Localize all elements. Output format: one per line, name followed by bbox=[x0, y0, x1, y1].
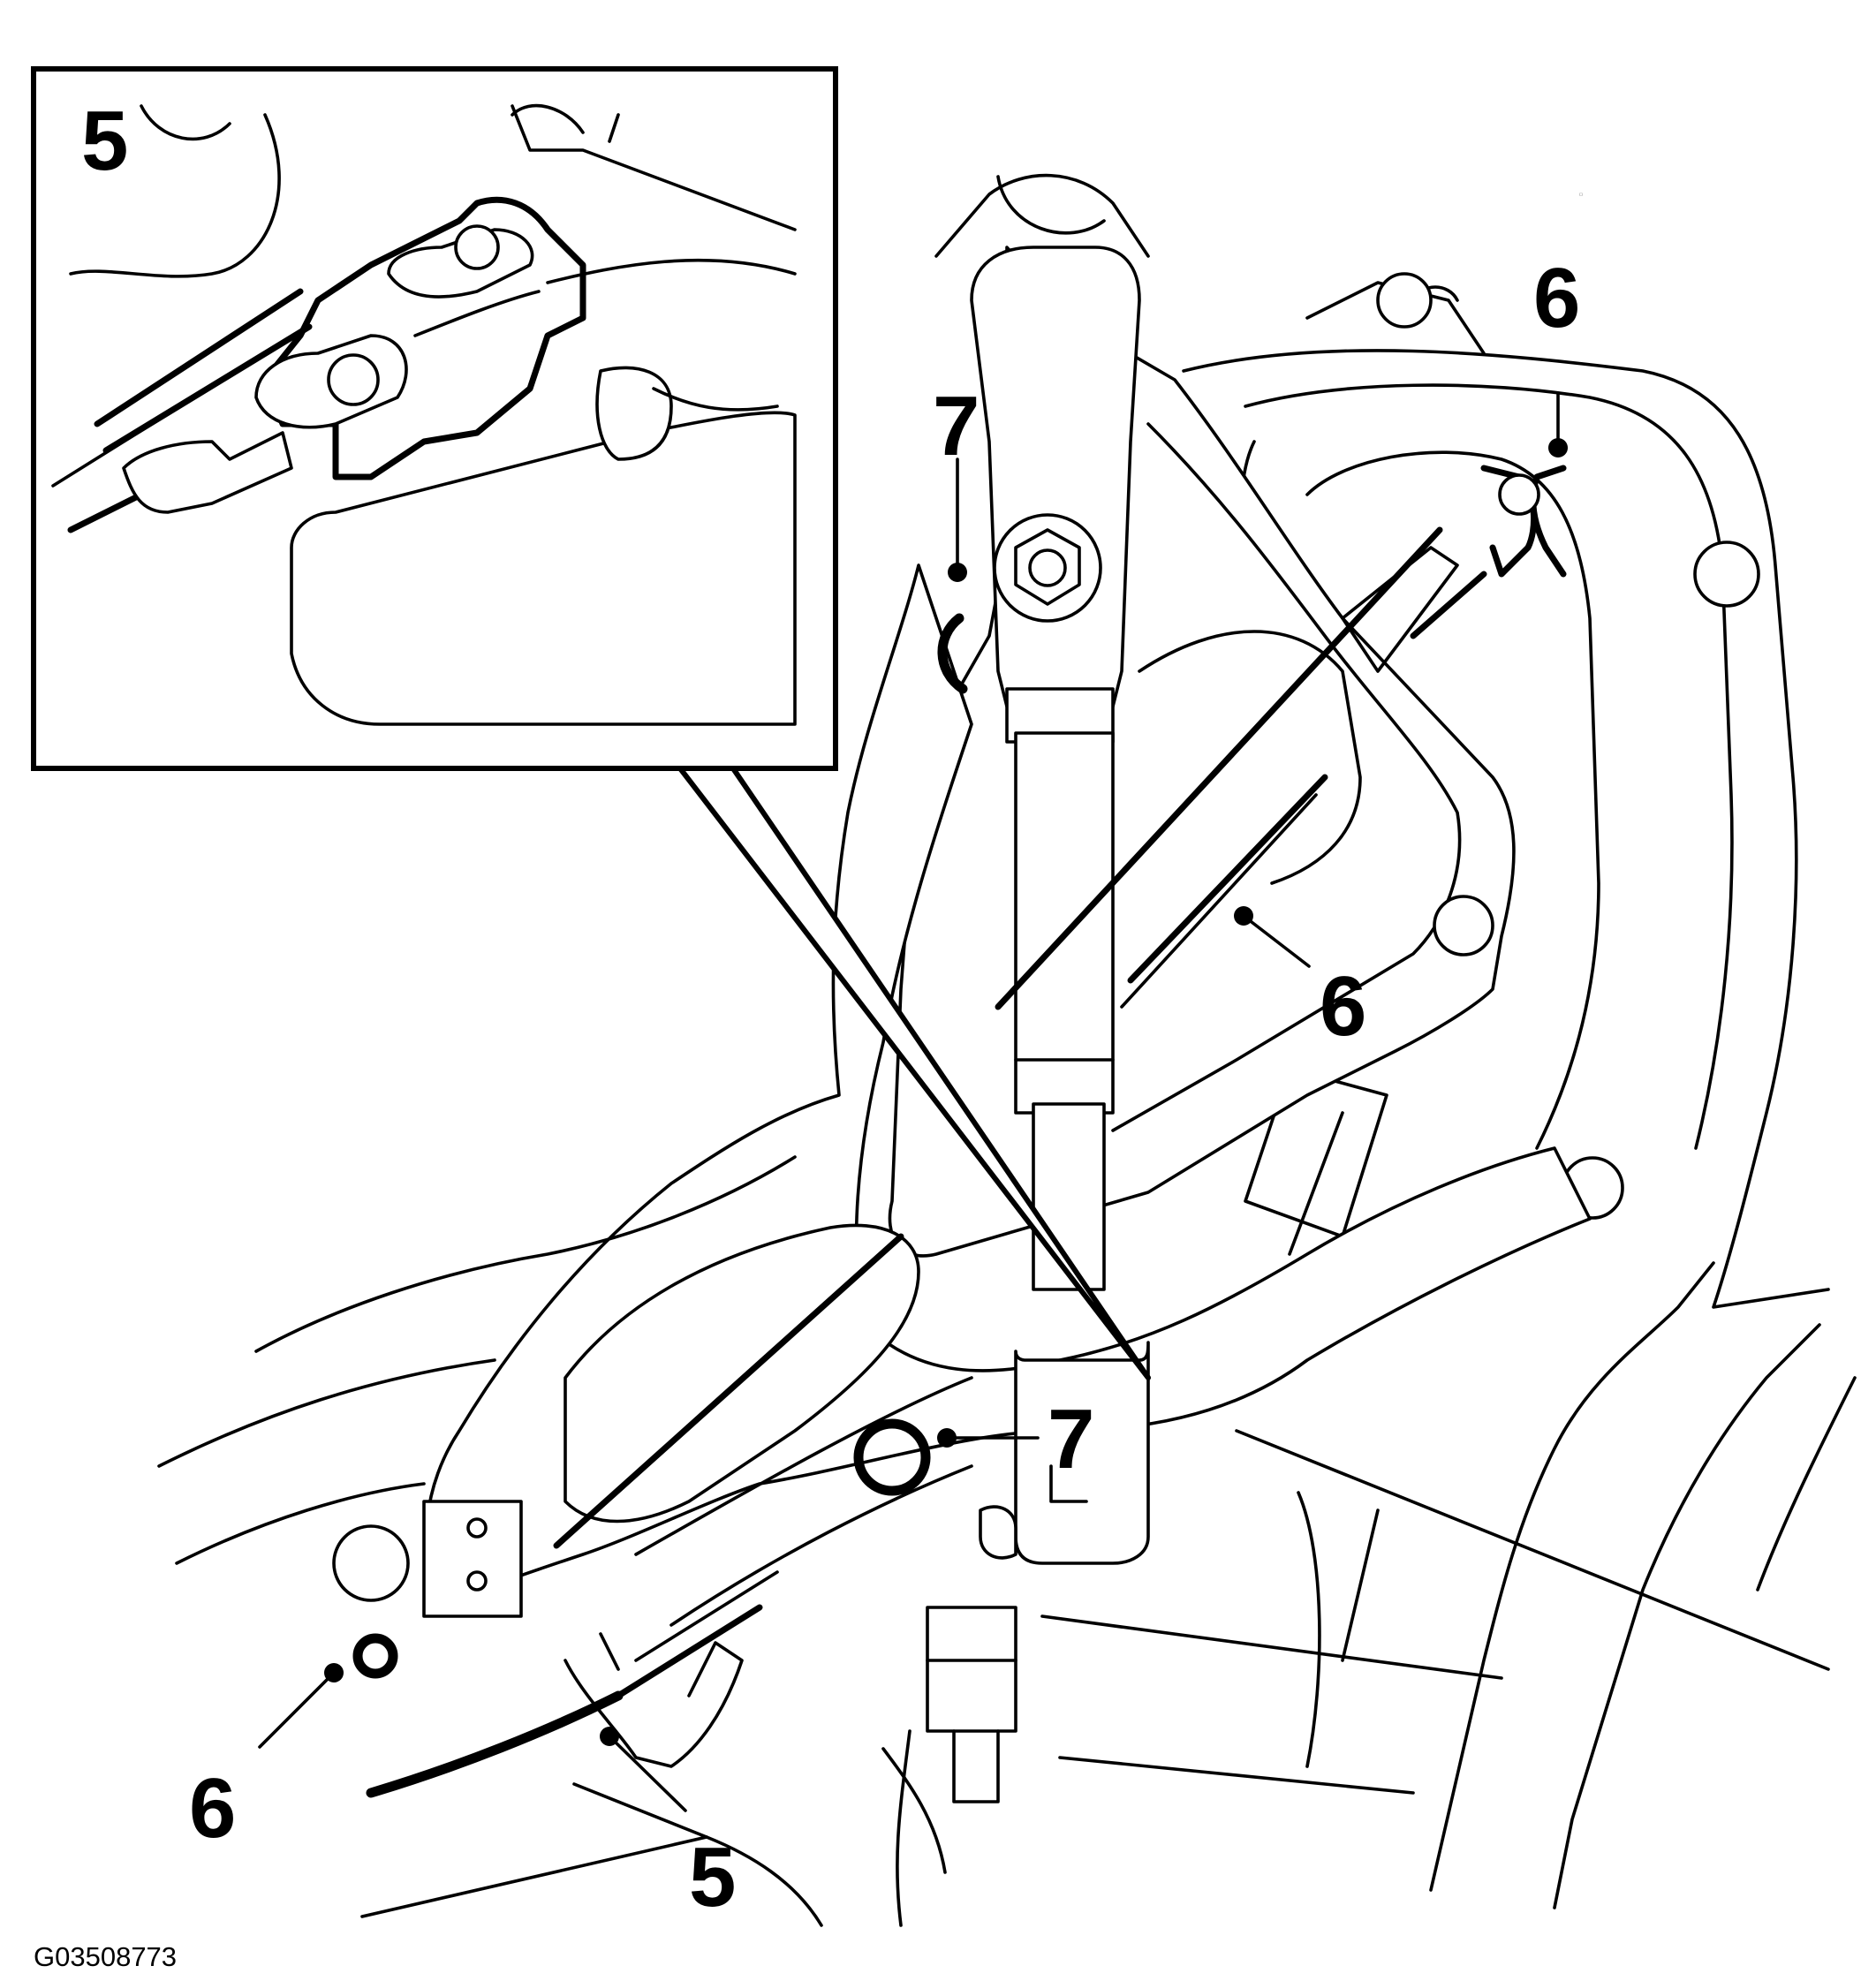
inset-pointer bbox=[677, 766, 1151, 1380]
callout-label-6-upper-right: 6 bbox=[1533, 251, 1580, 345]
lower-pivot-bolt bbox=[853, 1418, 1017, 1560]
callout-label-7-upper: 7 bbox=[933, 379, 980, 473]
cable-lower-ends bbox=[366, 1570, 1017, 1927]
shift-cable bbox=[995, 526, 1487, 1010]
inset-drawing bbox=[51, 103, 797, 726]
callout-label-7-lower: 7 bbox=[1048, 1392, 1094, 1486]
upper-right-clip bbox=[1480, 465, 1567, 578]
lower-selector-assembly bbox=[332, 1223, 973, 1679]
callout-labels: 5 7 6 6 7 6 5 bbox=[81, 94, 1580, 1924]
inset-detail-panel bbox=[31, 66, 838, 771]
callout-label-6-lower-left: 6 bbox=[189, 1761, 236, 1856]
inset-label: 5 bbox=[81, 94, 128, 188]
callout-leaders bbox=[258, 391, 1568, 1812]
figure-code: G03508773 bbox=[34, 1941, 177, 1972]
upper-pivot-nut bbox=[937, 513, 1102, 694]
callout-label-5-lower: 5 bbox=[689, 1830, 736, 1924]
callout-label-6-middle: 6 bbox=[1320, 959, 1366, 1054]
